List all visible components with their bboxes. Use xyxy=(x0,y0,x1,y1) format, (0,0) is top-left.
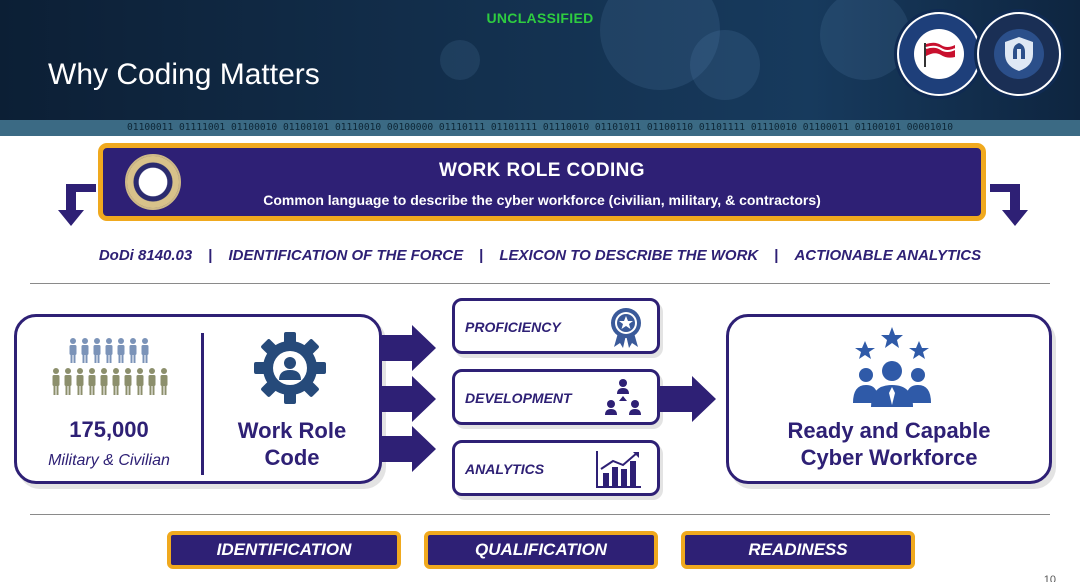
separator: | xyxy=(479,247,484,264)
banner-subtitle: Common language to describe the cyber wo… xyxy=(263,192,821,208)
use-label: ANALYTICS xyxy=(465,461,545,477)
work-role-code-line2: Code xyxy=(264,445,320,470)
separator: | xyxy=(208,247,213,264)
separator: | xyxy=(774,247,779,264)
outcome-box: Ready and Capable Cyber Workforce xyxy=(726,314,1052,484)
arrow-right-icon xyxy=(382,426,436,472)
pillar-lexicon: LEXICON TO DESCRIBE THE WORK xyxy=(499,247,759,264)
dod-cio-seal xyxy=(894,9,984,99)
background-bokeh xyxy=(690,30,760,100)
people-group-icon xyxy=(52,368,168,395)
people-group-icon xyxy=(69,338,149,363)
dod-cio-workforce-innovation-seal xyxy=(974,9,1064,99)
workforce-label: Military & Civilian xyxy=(48,452,170,469)
workforce-count: 175,000 xyxy=(69,417,149,442)
dod-seal-icon xyxy=(125,154,181,210)
team-stars-icon xyxy=(853,327,931,407)
outcome-label: Ready and Capable Cyber Workforce xyxy=(729,417,1049,471)
pillars-row: DoDi 8140.03 | IDENTIFICATION OF THE FORCE… xyxy=(0,247,1080,264)
bar-chart-icon xyxy=(596,451,641,488)
down-arrow-left-icon xyxy=(58,184,96,226)
banner-title: WORK ROLE CODING xyxy=(439,160,645,181)
slide-header: UNCLASSIFIED Why Coding Matters xyxy=(0,0,1080,120)
stage-readiness: READINESS xyxy=(681,531,915,569)
org-chart-icon xyxy=(605,379,641,415)
use-analytics: ANALYTICS xyxy=(452,440,660,496)
workforce-code-box: 175,000 Military & Civilian Work Role Co… xyxy=(14,314,382,484)
outcome-line1: Ready and Capable xyxy=(787,418,991,443)
down-arrow-right-icon xyxy=(990,184,1028,226)
arrow-right-icon xyxy=(660,376,716,422)
outcome-line2: Cyber Workforce xyxy=(800,445,978,470)
classification-label: UNCLASSIFIED xyxy=(486,10,594,26)
page-number: 10 xyxy=(1043,574,1056,582)
use-proficiency: PROFICIENCY xyxy=(452,298,660,354)
arrow-right-icon xyxy=(382,376,436,422)
award-badge-icon xyxy=(611,308,641,348)
flag-icon xyxy=(924,42,956,67)
stage-identification: IDENTIFICATION xyxy=(167,531,401,569)
use-development: DEVELOPMENT xyxy=(452,369,660,425)
work-role-code-line1: Work Role xyxy=(237,418,347,443)
divider-bottom xyxy=(30,514,1050,515)
background-bokeh xyxy=(440,40,480,80)
vertical-divider xyxy=(201,333,204,475)
use-label: DEVELOPMENT xyxy=(465,390,572,406)
use-label: PROFICIENCY xyxy=(465,319,561,335)
pillar-analytics: ACTIONABLE ANALYTICS xyxy=(794,247,982,264)
arrow-right-icon xyxy=(382,325,436,371)
work-role-coding-banner: WORK ROLE CODING Common language to desc… xyxy=(98,143,986,221)
binary-code-strip: 01100011 01111001 01100010 01100101 0111… xyxy=(0,120,1080,136)
pillar-identification: IDENTIFICATION OF THE FORCE xyxy=(228,247,464,264)
work-role-code-label: Work Role Code xyxy=(207,417,377,471)
shield-icon xyxy=(1005,37,1033,71)
divider-top xyxy=(30,283,1050,284)
stage-qualification: QUALIFICATION xyxy=(424,531,658,569)
gear-person-icon xyxy=(254,332,326,404)
pillar-dodi: DoDi 8140.03 xyxy=(98,247,193,264)
slide-title: Why Coding Matters xyxy=(48,58,320,91)
